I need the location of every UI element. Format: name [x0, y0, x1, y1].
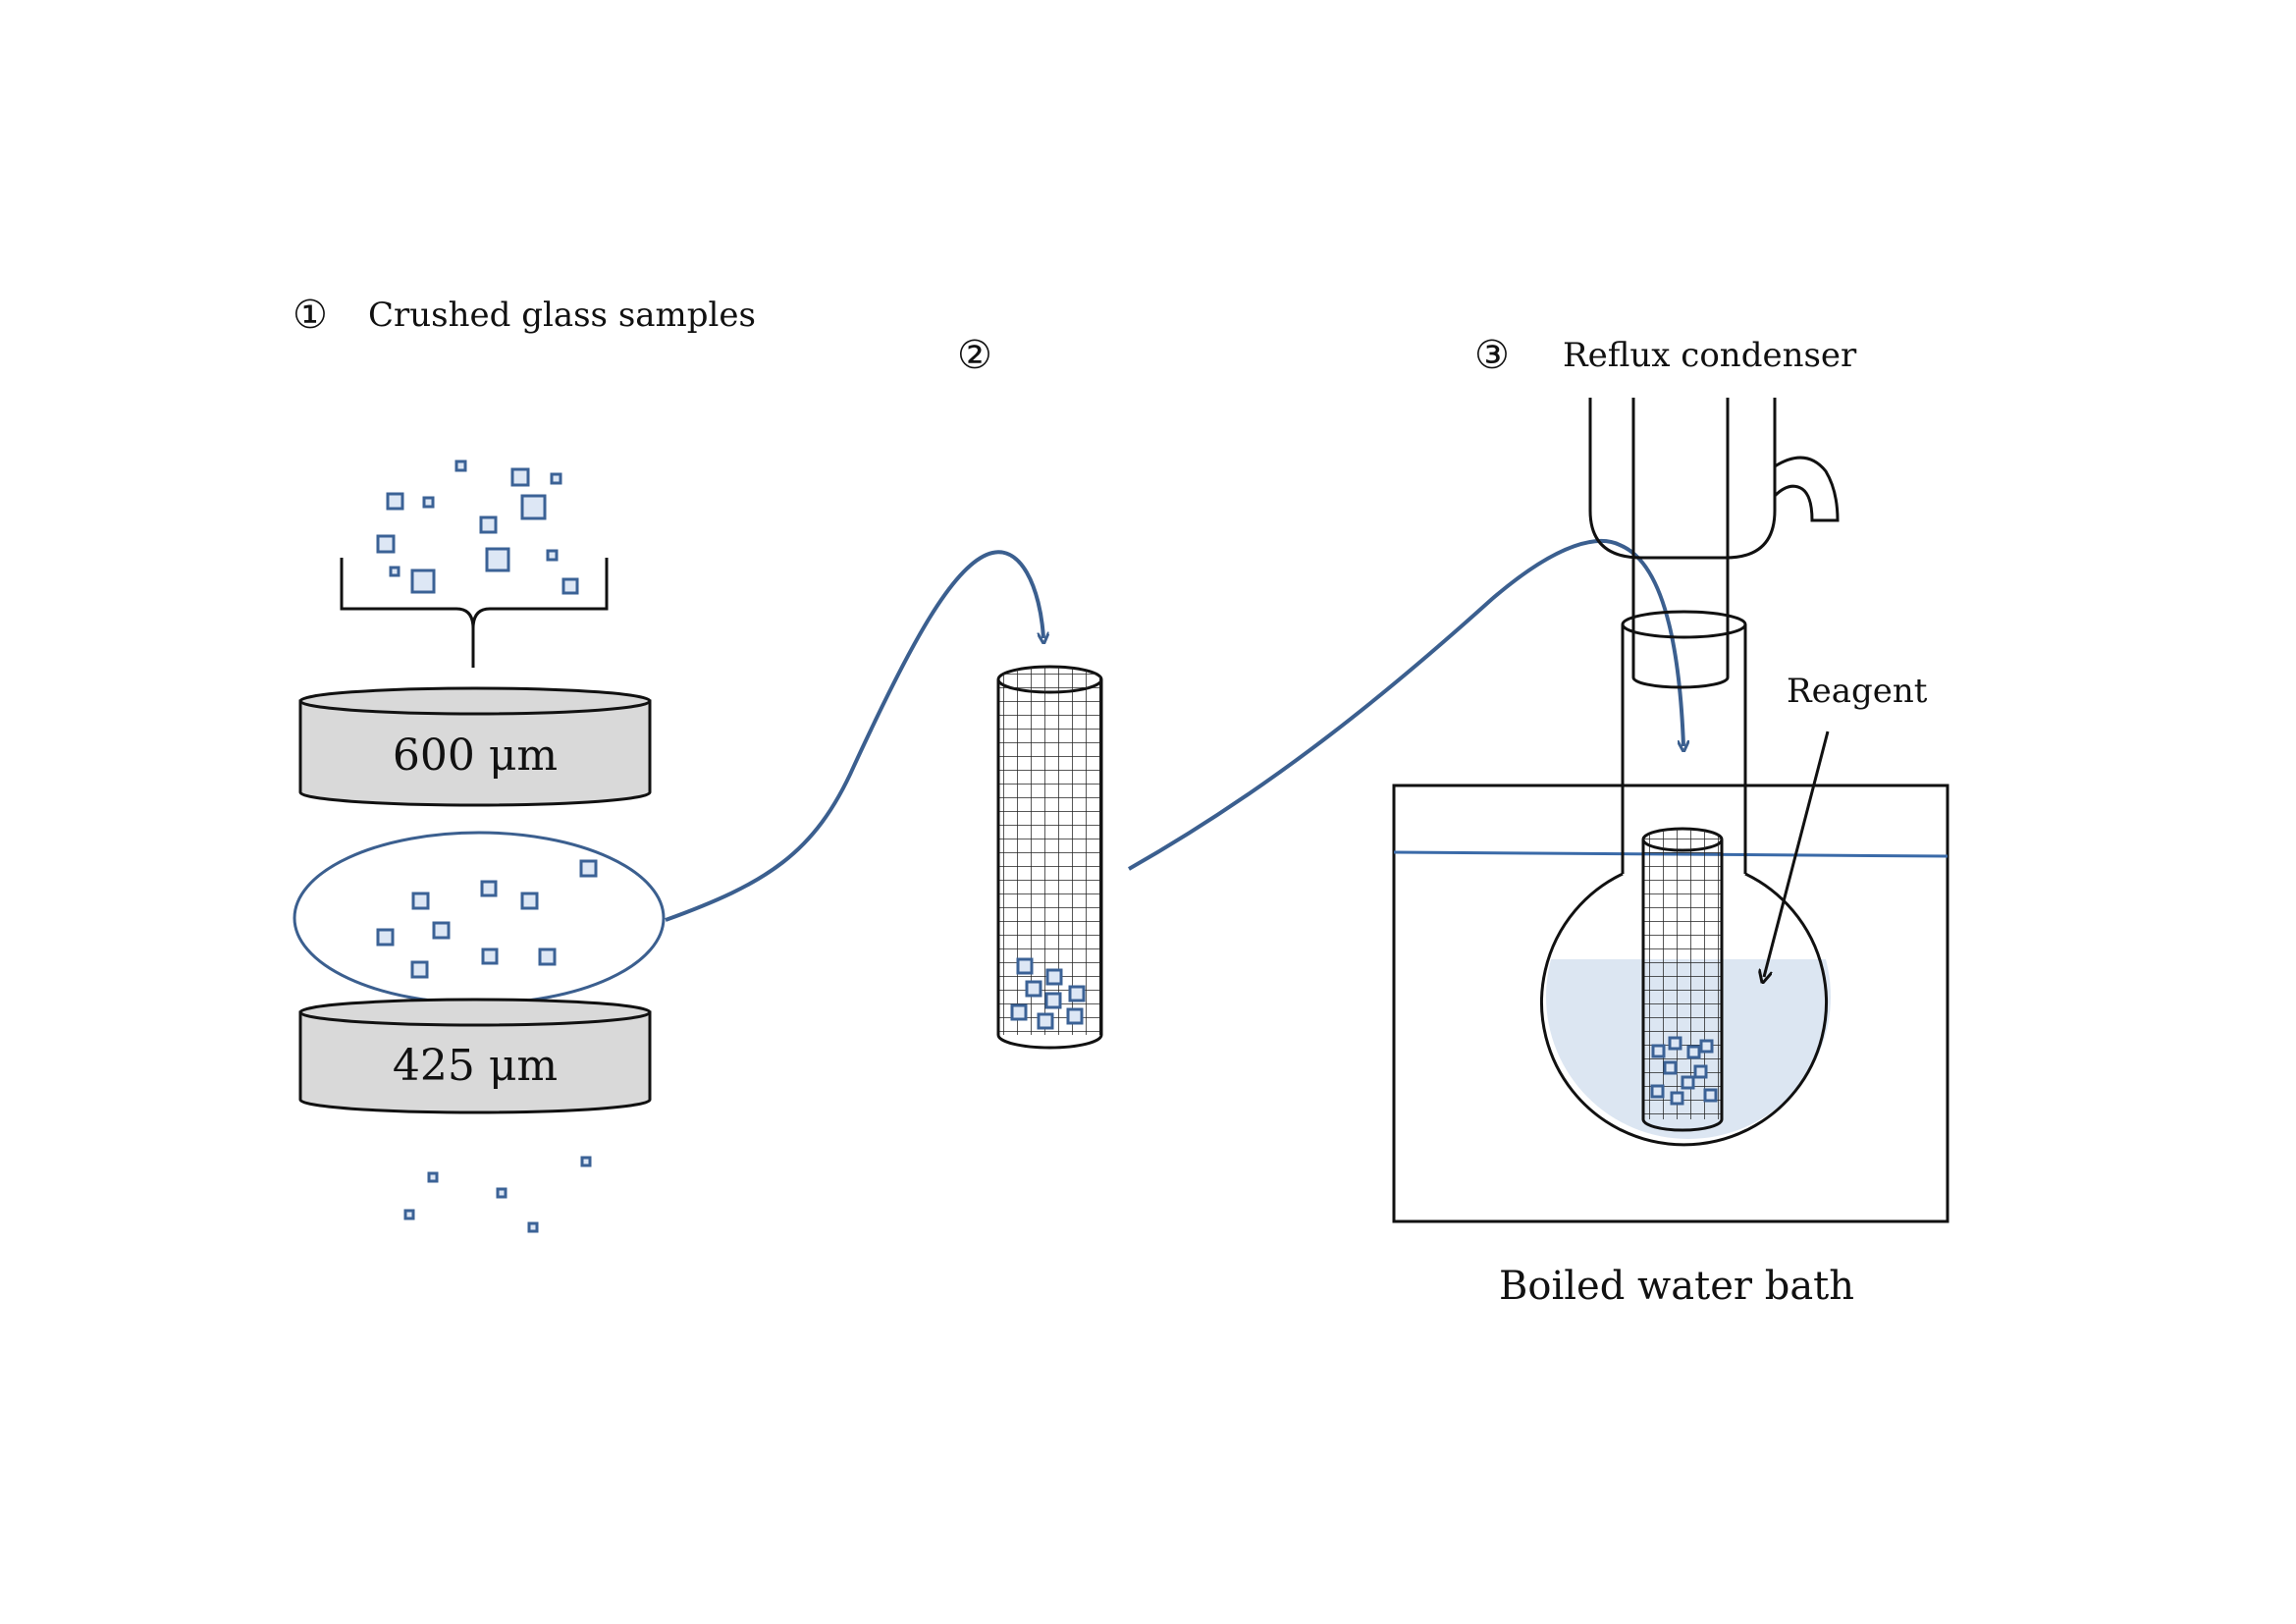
water-bath-label: Boiled water bath	[1499, 1264, 1854, 1309]
step-3-group: ③ Reflux condenser	[1392, 333, 1949, 1309]
step-3-number: ③	[1474, 333, 1510, 378]
step-2-number: ②	[957, 333, 992, 378]
step-1-label: Crushed glass samples	[368, 296, 756, 335]
transfer-arrow-1-to-2	[665, 550, 1043, 922]
water-bath	[1392, 784, 1949, 1223]
sieve-425-label: 425 μm	[393, 1041, 558, 1091]
step-1-group: ① Crushed glass samples 600 μm	[293, 293, 756, 1233]
sieve-600: 600 μm	[298, 686, 652, 807]
sieve-600-label: 600 μm	[393, 731, 558, 781]
fine-particles	[403, 1156, 592, 1233]
retained-fraction-highlight	[293, 831, 666, 1005]
reagent-label: Reagent	[1787, 672, 1928, 711]
immersed-particles	[1650, 1036, 1718, 1106]
mesh-basket	[996, 665, 1103, 1050]
step-2-group: ②	[957, 333, 1103, 1050]
step-3-label: Reflux condenser	[1563, 336, 1857, 375]
funnel	[340, 558, 609, 668]
sieve-425: 425 μm	[298, 998, 652, 1114]
reflux-condenser	[1588, 398, 1840, 689]
immersed-mesh-basket	[1641, 827, 1724, 1132]
transfer-arrow-2-to-3	[1128, 538, 1683, 871]
retained-particles	[376, 859, 598, 979]
step-1-number: ①	[293, 293, 328, 338]
crushed-glass-particles	[376, 460, 579, 595]
basket-particles	[1010, 957, 1086, 1030]
reagent-pointer-arrow	[1764, 731, 1830, 977]
